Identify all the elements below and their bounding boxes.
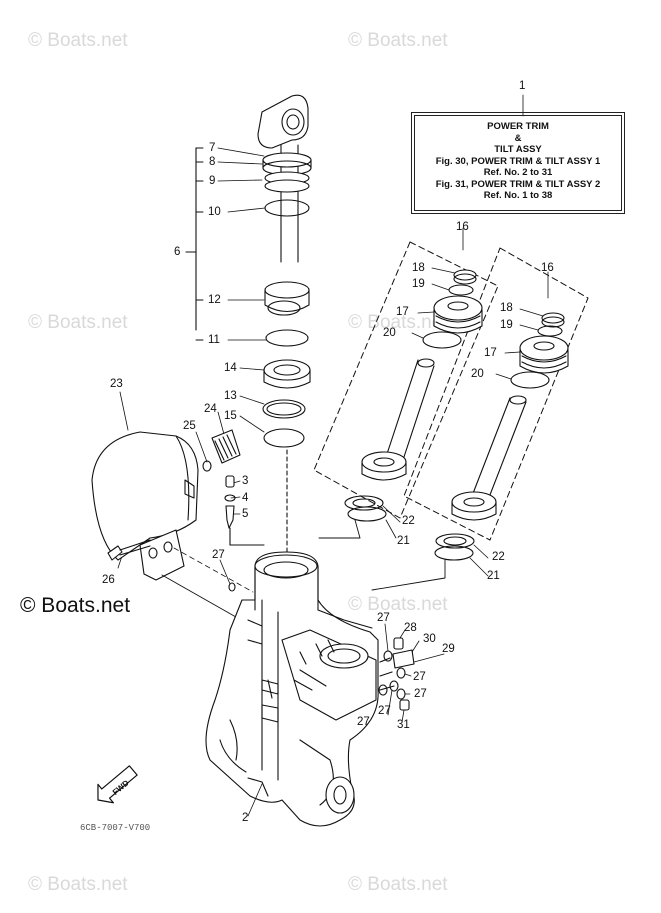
callout-18-right: 18 — [500, 302, 513, 314]
callout-2: 2 — [242, 812, 249, 824]
callout-13: 13 — [224, 390, 237, 402]
callout-18-left: 18 — [412, 262, 425, 274]
part-23-cover — [91, 431, 199, 581]
watermark-top-left: © Boats.net — [28, 30, 128, 51]
callout-24: 24 — [204, 403, 217, 415]
callout-15: 15 — [224, 410, 237, 422]
callout-26: 26 — [102, 574, 115, 586]
watermark-bottom-left: © Boats.net — [28, 874, 128, 895]
callout-22-right: 22 — [492, 551, 505, 563]
callout-23: 23 — [110, 378, 123, 390]
callout-9: 9 — [209, 175, 216, 187]
callout-27-b: 27 — [377, 612, 390, 624]
cylinder-left — [361, 269, 483, 481]
watermark-bottom-right: © Boats.net — [348, 874, 448, 895]
ref-line-5: Ref. No. 2 to 31 — [483, 167, 553, 178]
callout-17-right: 17 — [484, 347, 497, 359]
ref-line-1: POWER TRIM — [487, 121, 549, 132]
callout-27-left: 27 — [212, 549, 225, 561]
callout-19-left: 19 — [412, 278, 425, 290]
callout-11: 11 — [208, 334, 220, 346]
callout-31: 31 — [397, 719, 410, 731]
callout-20-left: 20 — [383, 327, 396, 339]
callout-30: 30 — [423, 633, 436, 645]
drawing-code: 6CB-7007-V700 — [80, 823, 151, 833]
ref-line-7: Ref. No. 1 to 38 — [483, 190, 553, 201]
callout-8: 8 — [209, 156, 216, 168]
ref-line-4: Fig. 30, POWER TRIM & TILT ASSY 1 — [435, 155, 601, 167]
watermark-mid-right: © Boats.net — [348, 312, 448, 333]
ref-line-6: Fig. 31, POWER TRIM & TILT ASSY 2 — [435, 178, 601, 190]
cylinder-right — [451, 312, 569, 521]
callout-19-right: 19 — [500, 319, 513, 331]
callout-20-right: 20 — [471, 368, 484, 380]
callout-25: 25 — [183, 420, 196, 432]
callout-22-left: 22 — [402, 515, 415, 527]
watermark-top-right: © Boats.net — [348, 30, 448, 51]
callout-17-left: 17 — [396, 306, 409, 318]
fwd-arrow-icon — [97, 765, 138, 804]
small-parts-27-31 — [378, 637, 415, 711]
reference-box: POWER TRIM & TILT ASSY Fig. 30, POWER TR… — [411, 112, 625, 214]
callout-10: 10 — [208, 206, 221, 218]
callout-21-right: 21 — [487, 570, 500, 582]
callout-5: 5 — [242, 508, 249, 520]
watermark-lower-right: © Boats.net — [348, 594, 448, 615]
callout-27-c: 27 — [413, 671, 426, 683]
callout-21-left: 21 — [397, 535, 410, 547]
callout-27-d: 27 — [414, 688, 427, 700]
callout-1: 1 — [519, 80, 526, 92]
washers-21-22 — [344, 495, 475, 561]
callout-3: 3 — [242, 475, 249, 487]
watermark-mid-left: © Boats.net — [28, 312, 128, 333]
callout-16-right: 16 — [541, 262, 554, 274]
leaders-right — [382, 94, 544, 577]
part-24-25 — [202, 429, 265, 546]
callout-27-f: 27 — [357, 716, 370, 728]
callout-16-left: 16 — [456, 221, 469, 233]
group-box-16-right — [403, 247, 589, 541]
watermark-main: © Boats.net — [20, 594, 131, 617]
callout-12: 12 — [208, 294, 221, 306]
callout-28: 28 — [404, 622, 417, 634]
group-bracket-6 — [185, 147, 204, 341]
callout-27-e: 27 — [378, 705, 391, 717]
callout-14: 14 — [224, 362, 237, 374]
callout-7: 7 — [209, 142, 216, 154]
leaders-small — [384, 623, 445, 723]
callout-4: 4 — [242, 492, 249, 504]
part-2-housing — [205, 551, 395, 827]
tilt-rod-assembly — [257, 94, 312, 561]
ref-line-3: TILT ASSY — [494, 144, 542, 155]
callout-29: 29 — [442, 643, 455, 655]
callout-6: 6 — [174, 246, 181, 258]
ref-line-2: & — [514, 132, 522, 144]
